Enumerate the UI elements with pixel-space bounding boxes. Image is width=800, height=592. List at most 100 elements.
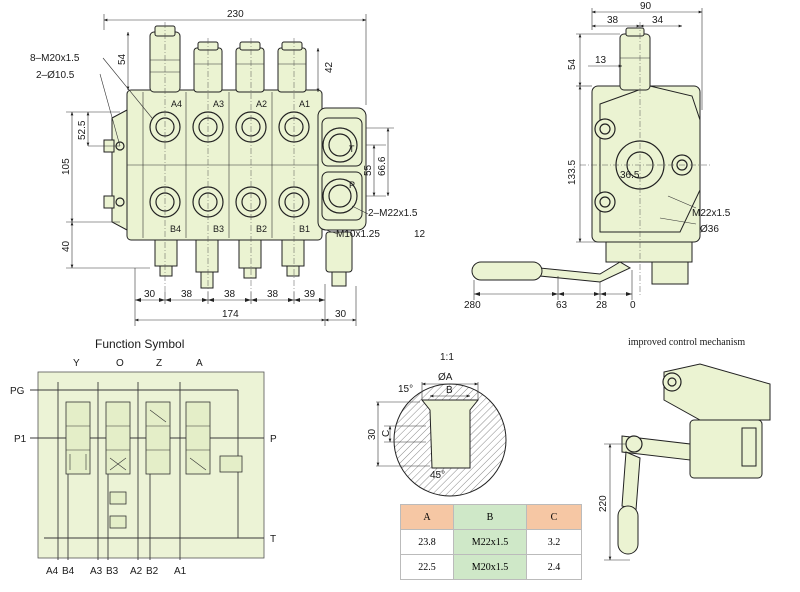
table-header-b: B <box>453 504 527 530</box>
left-mount-boss-lower <box>103 195 115 209</box>
table-header-a: A <box>400 504 454 530</box>
table-header-c: C <box>526 504 582 530</box>
dim-top-height: 54 <box>117 53 128 65</box>
symbol-top-o: O <box>116 358 124 369</box>
dim-pitch-5: 39 <box>304 289 316 300</box>
dim-side-inner: 36.5 <box>620 170 640 181</box>
side-lever-base <box>605 241 693 263</box>
port-label-t: T <box>349 144 355 154</box>
improved-handle <box>617 505 639 555</box>
port-size-table: A B C 23.8 M22x1.5 3.2 22.5 M20x1.5 2.4 <box>400 504 582 580</box>
side-view: 90 38 34 13 54 133.5 36.5 M22x1.5 Ø36 28… <box>464 1 731 311</box>
side-cap <box>619 33 651 91</box>
mount-hole-lower <box>115 197 125 207</box>
symbol-bottom-b3: B3 <box>106 566 119 577</box>
lever-arm <box>539 261 632 283</box>
dim-right-a: 55 <box>363 164 374 176</box>
symbol-right-p: P <box>270 434 277 445</box>
table-cell-c: 2.4 <box>526 554 582 580</box>
dim-side-small: 13 <box>595 55 607 66</box>
dim-bottom-total: 174 <box>222 309 239 320</box>
port-label-b1: B1 <box>299 224 310 234</box>
callout-relief: M10x1.25 <box>336 229 380 240</box>
symbol-top-z: Z <box>156 358 162 369</box>
dim-side-height-top: 54 <box>567 58 578 70</box>
section-angle-bottom: 45° <box>430 470 445 481</box>
dim-lever-280: 280 <box>464 300 481 311</box>
symbol-bottom-a4: A4 <box>46 566 59 577</box>
section-dia-a: ØA <box>438 372 453 383</box>
symbol-top-a: A <box>196 358 203 369</box>
callout-inlet-ports: 2–M22x1.5 <box>368 208 418 219</box>
symbol-left-p1: P1 <box>14 434 27 445</box>
section-angle-top: 15° <box>398 384 413 395</box>
section-depth: 30 <box>367 428 378 440</box>
dim-lever-0: 0 <box>630 300 636 311</box>
section-c: C <box>381 430 392 437</box>
callout-tapped-holes: 8–M20x1.5 <box>30 53 80 64</box>
section-b: B <box>446 385 453 396</box>
dim-right-small: 12 <box>414 229 426 240</box>
symbol-bottom-b4: B4 <box>62 566 75 577</box>
callout-mount-holes: 2–Ø10.5 <box>36 70 75 81</box>
lever-handle <box>471 261 543 281</box>
callout-side-bore: Ø36 <box>700 224 719 235</box>
dim-lever-63: 63 <box>556 300 568 311</box>
dim-side-top-right: 34 <box>652 15 664 26</box>
port-label-b3: B3 <box>213 224 224 234</box>
dim-left-total: 105 <box>61 158 72 175</box>
improved-mechanism: improved control mechanism 220 <box>598 337 771 561</box>
dim-pitch-2: 38 <box>181 289 193 300</box>
symbol-top-y: Y <box>73 358 80 369</box>
section-detail: 1:1 ØA B 15° C 30 45° <box>367 352 507 497</box>
dim-side-height-body: 133.5 <box>567 160 578 185</box>
port-label-a2: A2 <box>256 99 267 109</box>
dim-right-b: 66.6 <box>377 156 388 176</box>
symbol-bottom-a3: A3 <box>90 566 103 577</box>
dim-overall-width: 230 <box>227 9 244 20</box>
table-cell-a: 23.8 <box>400 529 454 555</box>
dim-bottom-end: 30 <box>335 309 347 320</box>
port-label-b2: B2 <box>256 224 267 234</box>
section-scale: 1:1 <box>440 352 454 363</box>
table-row: 22.5 M20x1.5 2.4 <box>400 554 582 580</box>
dim-left-upper: 52.5 <box>77 120 88 140</box>
top-caps <box>149 25 307 93</box>
port-label-a4: A4 <box>171 99 182 109</box>
function-symbol-title: Function Symbol <box>95 337 184 351</box>
port-label-a1: A1 <box>299 99 310 109</box>
function-symbol: Function Symbol Y O Z A PG P1 P T <box>10 337 277 577</box>
improved-title: improved control mechanism <box>628 337 745 348</box>
front-view: A4 A3 A2 A1 B4 B3 B2 B1 T P 230 54 42 52… <box>30 9 426 326</box>
dim-side-top-left: 38 <box>607 15 619 26</box>
dim-pitch-4: 38 <box>267 289 279 300</box>
table-row: 23.8 M22x1.5 3.2 <box>400 529 582 555</box>
dim-pitch-3: 38 <box>224 289 236 300</box>
port-label-b4: B4 <box>170 224 181 234</box>
symbol-bottom-a2: A2 <box>130 566 143 577</box>
callout-side-thread: M22x1.5 <box>692 208 731 219</box>
port-label-p: P <box>349 180 355 190</box>
dim-side-top-width: 90 <box>640 1 652 12</box>
improved-dim: 220 <box>598 495 609 512</box>
table-cell-b: M20x1.5 <box>453 554 527 580</box>
symbol-left-pg: PG <box>10 386 25 397</box>
symbol-right-t: T <box>270 534 276 545</box>
spool-ends <box>154 231 353 289</box>
table-cell-c: 3.2 <box>526 529 582 555</box>
symbol-bottom-b2: B2 <box>146 566 159 577</box>
table-cell-a: 22.5 <box>400 554 454 580</box>
spool-stacks <box>65 401 243 529</box>
dim-pitch-1: 30 <box>144 289 156 300</box>
dim-handle-offset: 42 <box>324 61 335 73</box>
symbol-bottom-a1: A1 <box>174 566 187 577</box>
dim-lever-28: 28 <box>596 300 608 311</box>
left-end-cover <box>111 109 128 231</box>
bottom-chain-dims: 30 38 38 38 39 174 30 <box>134 268 357 326</box>
table-cell-b: M22x1.5 <box>453 529 527 555</box>
port-label-a3: A3 <box>213 99 224 109</box>
dim-left-lower: 40 <box>61 240 72 252</box>
relief-valve-symbol <box>219 455 243 473</box>
